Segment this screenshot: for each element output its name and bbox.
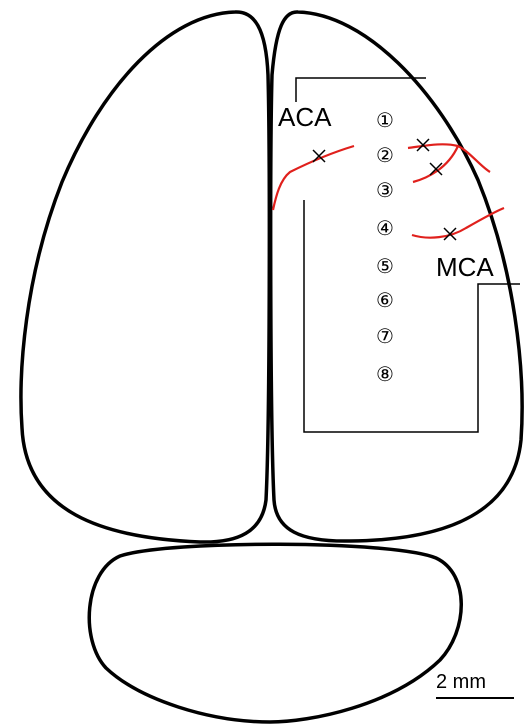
position-6: ⑥ — [376, 290, 394, 312]
position-2: ② — [376, 145, 394, 167]
position-5: ⑤ — [376, 256, 394, 278]
cerebellum-outline — [89, 544, 461, 722]
aca-label: ACA — [278, 102, 332, 132]
mca-territory-box — [304, 200, 520, 432]
mca-vessel-branch — [413, 146, 458, 182]
position-3: ③ — [376, 180, 394, 202]
aca-vessel — [273, 146, 354, 210]
position-4: ④ — [376, 218, 394, 240]
position-1: ① — [376, 110, 394, 132]
scale-bar-label: 2 mm — [436, 671, 486, 693]
mca-label: MCA — [436, 252, 494, 282]
position-8: ⑧ — [376, 364, 394, 386]
aca-territory-line — [296, 78, 426, 102]
position-7: ⑦ — [376, 326, 394, 348]
left-hemisphere-outline — [21, 12, 269, 542]
